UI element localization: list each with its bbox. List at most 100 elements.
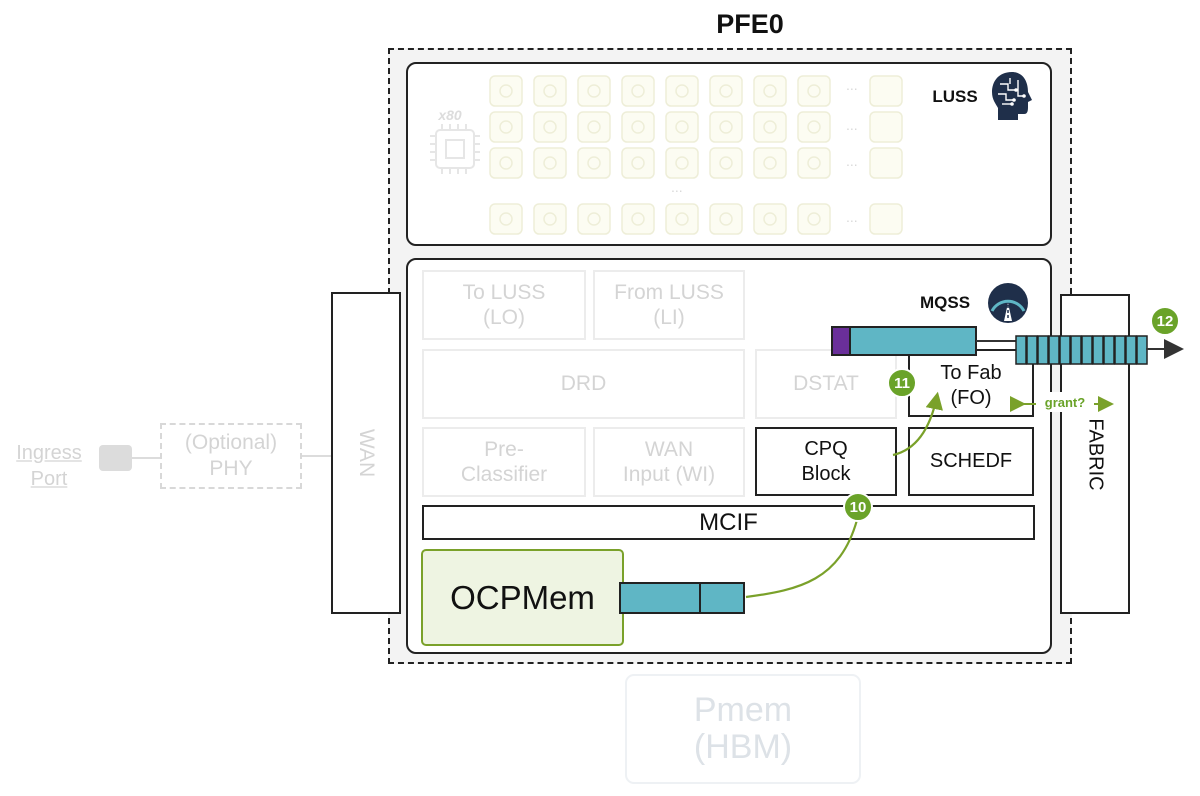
gear-icon <box>675 120 689 134</box>
fabric-cell <box>1136 335 1148 365</box>
gear-icon <box>631 156 645 170</box>
pre-classifier-block: Pre- Classifier <box>422 427 586 497</box>
gear-icon <box>807 120 821 134</box>
core-cell <box>797 147 831 179</box>
brain-head-icon <box>992 72 1032 120</box>
core-cell <box>753 111 787 143</box>
gear-icon <box>675 212 689 226</box>
gear-icon <box>807 156 821 170</box>
core-cell <box>709 75 743 107</box>
core-cell <box>621 75 655 107</box>
core-cell <box>489 203 523 235</box>
gear-icon <box>719 120 733 134</box>
gear-icon <box>719 84 733 98</box>
core-cell <box>489 147 523 179</box>
step-badge-12: 12 <box>1150 306 1180 336</box>
core-cell <box>869 111 903 143</box>
core-cell <box>869 75 903 107</box>
core-cell <box>533 111 567 143</box>
core-cell <box>665 147 699 179</box>
gear-icon <box>719 156 733 170</box>
core-cell <box>797 111 831 143</box>
gear-icon <box>587 120 601 134</box>
gear-icon <box>807 84 821 98</box>
core-cell <box>533 147 567 179</box>
gear-icon <box>763 120 777 134</box>
optional-phy-block: (Optional) PHY <box>160 423 302 489</box>
mqss-label: MQSS <box>919 293 971 312</box>
to-luss-block: To LUSS (LO) <box>422 270 586 340</box>
wan-input-block: WAN Input (WI) <box>593 427 745 497</box>
pmem-hbm-block: Pmem (HBM) <box>625 674 861 784</box>
road-icon <box>988 283 1028 323</box>
core-cell <box>621 111 655 143</box>
gear-icon <box>763 84 777 98</box>
core-cell <box>577 75 611 107</box>
schedf-block: SCHEDF <box>908 427 1034 496</box>
svg-text:...: ... <box>846 209 858 225</box>
gear-icon <box>675 84 689 98</box>
gear-icon <box>543 156 557 170</box>
gear-icon <box>543 212 557 226</box>
core-cell <box>797 203 831 235</box>
gear-icon <box>807 212 821 226</box>
grant-label: grant? <box>1036 392 1094 412</box>
gear-icon <box>499 156 513 170</box>
core-cell <box>869 147 903 179</box>
core-cell <box>621 147 655 179</box>
gear-icon <box>631 84 645 98</box>
core-cell <box>797 75 831 107</box>
core-cell <box>709 147 743 179</box>
svg-text:...: ... <box>846 77 858 93</box>
grid-ellipsis: ... ... ... ... ... <box>671 77 858 225</box>
mcif-block: MCIF <box>422 505 1035 540</box>
core-cell <box>753 203 787 235</box>
gear-icon <box>499 84 513 98</box>
gear-icon <box>543 120 557 134</box>
core-cells <box>489 75 903 235</box>
core-cell <box>577 203 611 235</box>
gear-icon <box>587 212 601 226</box>
dstat-block: DSTAT <box>755 349 897 419</box>
core-cell <box>489 75 523 107</box>
step-badge-10: 10 <box>843 492 873 522</box>
core-cell <box>709 203 743 235</box>
gear-icon <box>631 212 645 226</box>
core-cell <box>869 203 903 235</box>
cpq-block: CPQ Block <box>755 427 897 496</box>
gear-icon <box>763 212 777 226</box>
gear-icon <box>719 212 733 226</box>
core-cell <box>577 147 611 179</box>
gear-icon <box>499 120 513 134</box>
fabric-label: FABRIC <box>1084 417 1107 491</box>
gear-icon <box>499 212 513 226</box>
from-luss-block: From LUSS (LI) <box>593 270 745 340</box>
gear-icon <box>763 156 777 170</box>
core-cell <box>665 75 699 107</box>
ocpmem-block: OCPMem <box>421 549 624 646</box>
core-cell <box>621 203 655 235</box>
gear-icon <box>587 156 601 170</box>
wan-column <box>331 292 401 614</box>
step-badge-11: 11 <box>887 368 917 398</box>
luss-core-grid: ... ... ... ... ... <box>430 75 903 235</box>
gear-icon <box>631 120 645 134</box>
core-cell <box>489 111 523 143</box>
drd-block: DRD <box>422 349 745 419</box>
svg-text:...: ... <box>846 117 858 133</box>
gear-icon <box>543 84 557 98</box>
core-cell <box>753 147 787 179</box>
core-cell <box>533 75 567 107</box>
core-cell <box>665 203 699 235</box>
gear-icon <box>675 156 689 170</box>
svg-text:...: ... <box>671 179 683 195</box>
core-cell <box>577 111 611 143</box>
core-count-label: x80 <box>438 107 462 123</box>
core-cell <box>665 111 699 143</box>
core-cell <box>709 111 743 143</box>
to-fab-block: To Fab (FO) <box>908 349 1034 417</box>
chip-icon <box>430 124 480 174</box>
wan-label: WAN <box>355 428 378 478</box>
ingress-port-icon <box>99 445 132 471</box>
core-cell <box>533 203 567 235</box>
